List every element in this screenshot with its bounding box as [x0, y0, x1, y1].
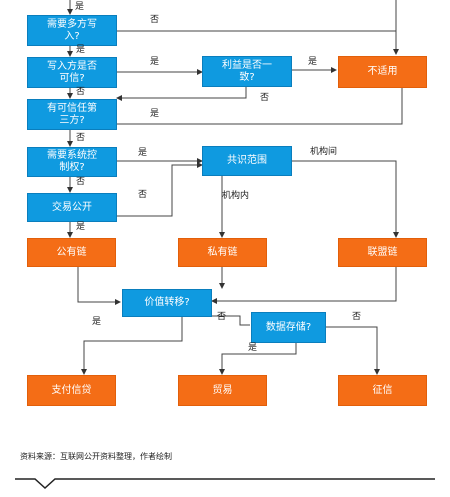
edge-label-yes-writer: 是 — [150, 57, 160, 67]
edge-data-yes — [219, 343, 297, 375]
edge-value-no — [212, 315, 250, 326]
node-trade: 贸易 — [178, 375, 267, 406]
node-writer-trusted: 写入方是否 可信? — [27, 57, 117, 88]
edge-label-no-value: 否 — [217, 312, 227, 322]
edge-label-no-public: 否 — [138, 190, 148, 200]
node-trusted-third-party: 有可信任第 三方? — [27, 99, 117, 130]
edge-interest-no — [116, 87, 247, 101]
source-note: 资料来源：互联网公开资料整理，作者绘制 — [20, 452, 172, 461]
edge-label-yes-value: 是 — [92, 317, 102, 327]
node-value-transfer: 价值转移? — [122, 289, 212, 317]
edge-label-intra-institution: 机构内 — [222, 191, 250, 201]
node-need-multi-writer: 需要多方写 入? — [27, 15, 117, 46]
edge-label-yes-top: 是 — [75, 2, 85, 12]
edge-label-yes-data: 是 — [248, 343, 258, 353]
node-private-chain: 私有链 — [178, 238, 267, 267]
edge-label-no-control: 否 — [76, 177, 86, 187]
edge-label-no-writer: 否 — [76, 87, 86, 97]
edge-data-no — [326, 326, 380, 375]
edge-consortium-value — [211, 267, 397, 304]
edge-label-no-third: 否 — [76, 133, 86, 143]
node-consortium-chain: 联盟链 — [338, 238, 427, 267]
node-payment-credit: 支付信贷 — [27, 375, 116, 406]
node-not-applicable: 不适用 — [338, 56, 427, 88]
edge-label-yes-third: 是 — [150, 109, 160, 119]
edge-label-yes-multi: 是 — [76, 45, 86, 55]
edge-public-no — [117, 162, 203, 217]
edge-label-no-interest: 否 — [260, 93, 270, 103]
node-interest-consistent: 利益是否一 致? — [202, 56, 292, 87]
edge-label-no-data: 否 — [352, 312, 362, 322]
edge-label-no-multi: 否 — [150, 15, 160, 25]
edge-consensus-consortium — [292, 160, 399, 238]
edge-label-yes-public: 是 — [76, 222, 86, 232]
node-data-storage: 数据存储? — [251, 312, 326, 343]
edge-third-yes — [117, 88, 403, 125]
edge-publicchain-value — [77, 267, 121, 305]
edge-label-yes-control: 是 — [138, 148, 148, 158]
node-credit-rating: 征信 — [338, 375, 427, 406]
edge-value-yes — [81, 317, 183, 375]
node-need-system-control: 需要系统控 制权? — [27, 147, 117, 177]
node-consensus-scope: 共识范围 — [202, 146, 292, 176]
edge-label-yes-interest: 是 — [308, 57, 318, 67]
edge-label-inter-institution: 机构间 — [310, 147, 338, 157]
bottom-rule — [15, 478, 435, 490]
node-public-chain: 公有链 — [27, 238, 116, 267]
node-transactions-public: 交易公开 — [27, 193, 117, 222]
